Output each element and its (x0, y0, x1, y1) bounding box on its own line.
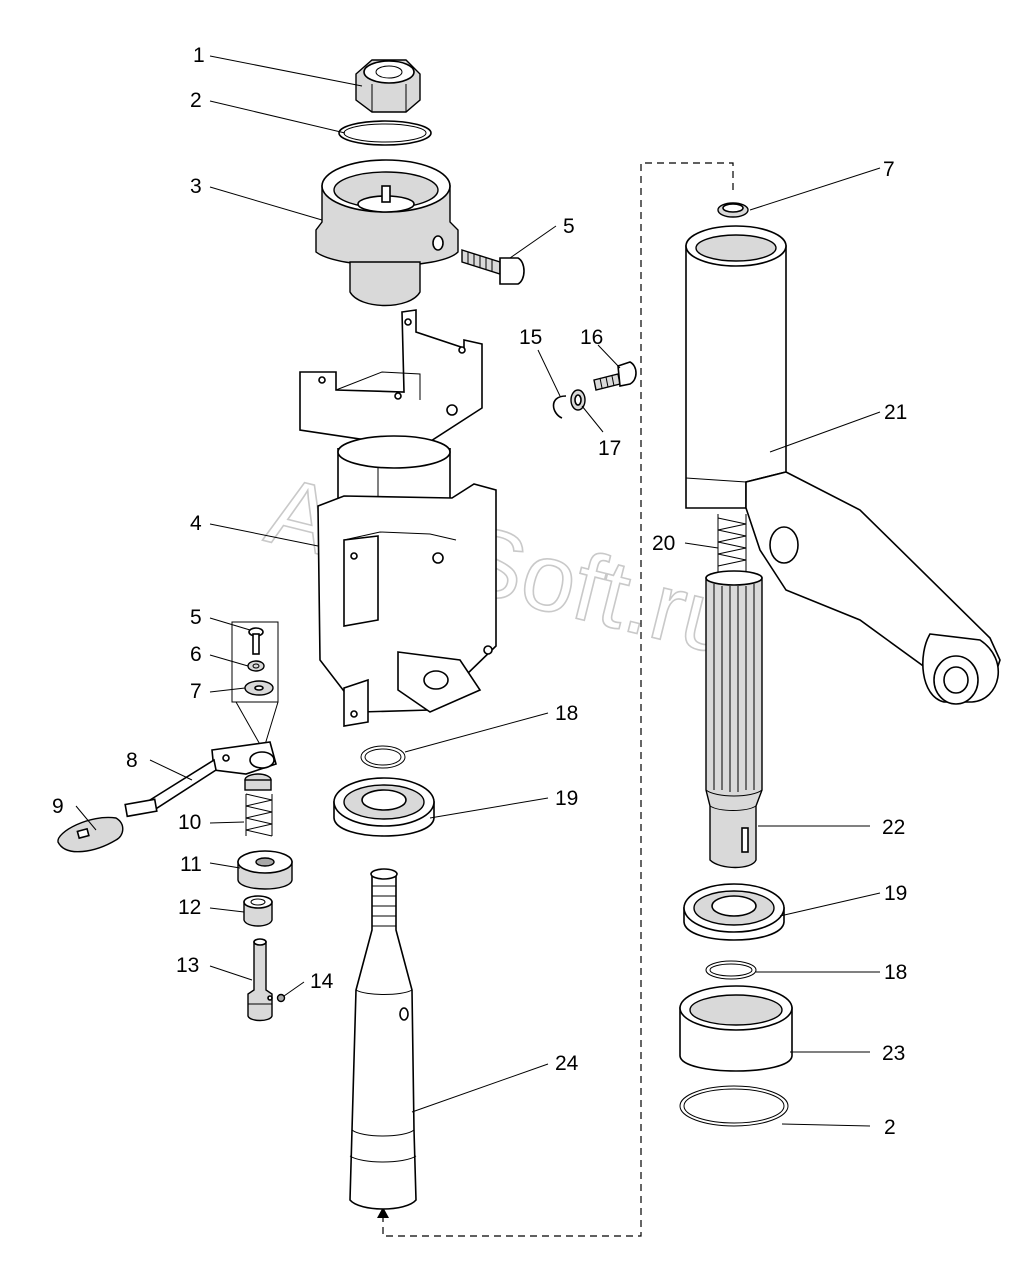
part-8-lever (124, 741, 277, 818)
label-5-bolt: 5 (563, 215, 575, 238)
label-3: 3 (190, 175, 202, 198)
label-6: 6 (190, 643, 202, 666)
part-18-snap-ring (360, 745, 406, 769)
label-24: 24 (555, 1052, 579, 1075)
label-19-right: 19 (884, 882, 907, 905)
label-4: 4 (190, 512, 202, 535)
label-23: 23 (882, 1042, 905, 1065)
label-22: 22 (882, 816, 905, 839)
label-13: 13 (176, 954, 199, 977)
label-8: 8 (126, 749, 138, 772)
part-22-splined-shaft (705, 570, 763, 869)
part-4-bracket-frame (299, 309, 497, 727)
label-17: 17 (598, 437, 621, 460)
part-1-nut (355, 59, 421, 113)
part-11-washer (237, 850, 293, 890)
label-2-bottom: 2 (884, 1116, 896, 1139)
part-19-bearing (333, 777, 435, 837)
part-16-screw (593, 361, 637, 391)
label-7-washer: 7 (190, 680, 202, 703)
label-12: 12 (178, 896, 201, 919)
label-15: 15 (519, 326, 542, 349)
label-1: 1 (193, 44, 205, 67)
label-18-center: 18 (555, 702, 578, 725)
label-16: 16 (580, 326, 603, 349)
leader-lines (75, 55, 881, 1127)
label-18-right: 18 (884, 961, 907, 984)
callout-labels: 1 2 3 4 5 5 6 7 7 8 9 10 11 12 13 14 15 … (52, 44, 907, 1139)
label-2: 2 (190, 89, 202, 112)
part-20-spring (717, 514, 747, 572)
part-9-knob (57, 816, 124, 853)
part-14-small-pin (276, 993, 286, 1003)
label-9: 9 (52, 795, 64, 818)
part-21-tube-arm (685, 225, 1001, 705)
part-5-6-7-screw-stack (231, 621, 279, 749)
label-7-ring: 7 (883, 158, 895, 181)
part-5-bolt (461, 249, 525, 285)
part-2-snap-ring-bottom (679, 1085, 789, 1127)
label-19-center: 19 (555, 787, 578, 810)
label-5-screw: 5 (190, 606, 202, 629)
label-20: 20 (652, 532, 675, 555)
part-18-snap-ring-right (705, 960, 757, 980)
part-12-bushing (243, 895, 273, 927)
assembly-dashed-path (382, 162, 734, 1237)
part-19-bearing-right (683, 883, 785, 941)
part-7-ring (717, 202, 749, 218)
part-17-washer (570, 389, 586, 411)
part-23-sleeve (679, 985, 793, 1072)
part-2-snap-ring (338, 120, 432, 146)
label-21: 21 (884, 401, 907, 424)
label-11: 11 (180, 853, 202, 876)
assembly-arrow-icon (377, 1207, 389, 1218)
label-10: 10 (178, 811, 201, 834)
label-14: 14 (310, 970, 334, 993)
part-15-clip (552, 395, 567, 419)
part-24-shaft (349, 868, 417, 1210)
part-3-housing-cup (315, 159, 459, 307)
part-10-spring (244, 773, 273, 837)
part-13-pin (247, 938, 273, 1022)
